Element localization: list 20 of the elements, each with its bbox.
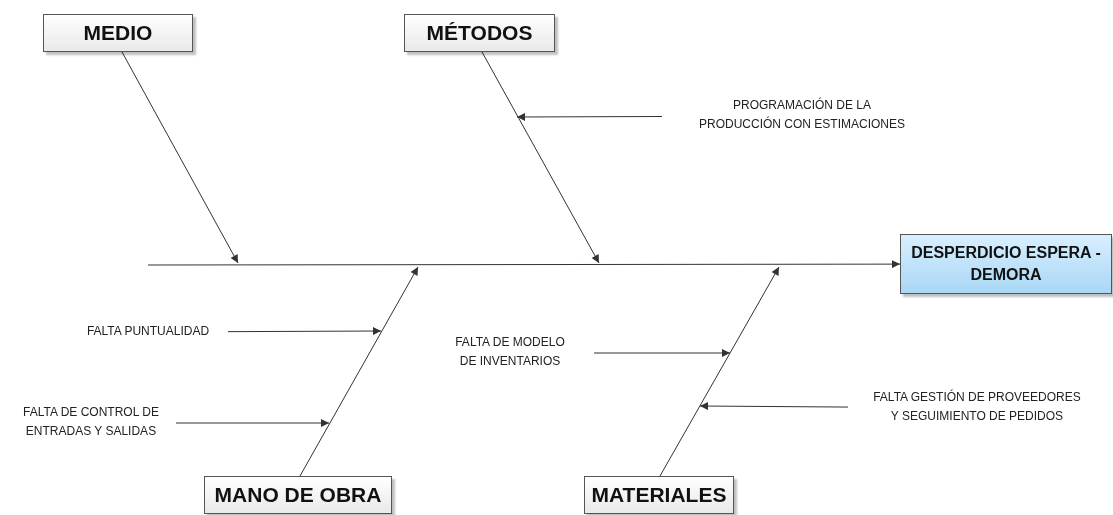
category-box: MÉTODOS (404, 14, 555, 52)
arrow (299, 266, 419, 477)
category-box: MEDIO (43, 14, 193, 52)
category-box: MATERIALES (584, 476, 734, 514)
category-box: MANO DE OBRA (204, 476, 392, 514)
arrow (227, 327, 382, 336)
arrow (593, 349, 731, 357)
arrow (516, 112, 663, 121)
arrow (699, 402, 849, 411)
cause-label: FALTA DE CONTROL DE ENTRADAS Y SALIDAS (23, 405, 159, 438)
arrow (659, 266, 780, 477)
effect-box: DESPERDICIO ESPERA - DEMORA (900, 234, 1112, 294)
arrow (121, 51, 239, 264)
cause-label: FALTA DE MODELO DE INVENTARIOS (455, 335, 565, 368)
arrow (175, 419, 330, 427)
arrow (481, 51, 600, 264)
cause-label: PROGRAMACIÓN DE LA PRODUCCIÓN CON ESTIMACIONES (699, 98, 905, 131)
cause-label: FALTA PUNTUALIDAD (86, 324, 210, 338)
spine-arrow (147, 260, 901, 269)
cause-label: FALTA GESTIÓN DE PROVEEDORES Y SEGUIMIENTO DE PEDIDOS (873, 390, 1081, 423)
